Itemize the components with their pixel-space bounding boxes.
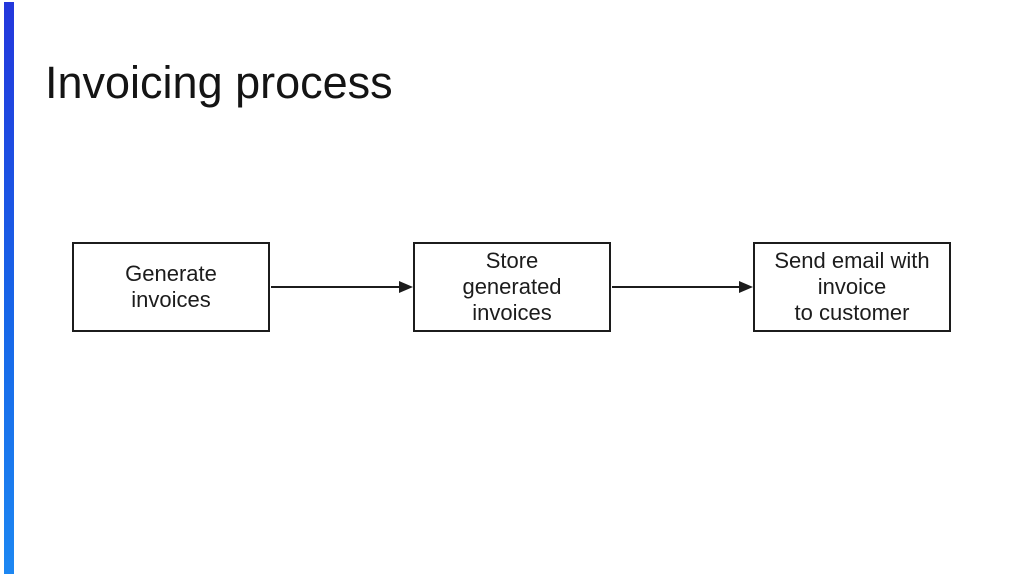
left-accent-bar <box>4 2 14 574</box>
flow-node-store-generated-invoices: Store generated invoices <box>413 242 611 332</box>
flow-node-send-email-to-customer: Send email with invoice to customer <box>753 242 951 332</box>
slide-title: Invoicing process <box>45 57 393 108</box>
flow-node-generate-invoices: Generate invoices <box>72 242 270 332</box>
flow-arrow-generate-to-store-icon <box>271 286 399 288</box>
flow-arrow-store-to-send-icon <box>612 286 739 288</box>
